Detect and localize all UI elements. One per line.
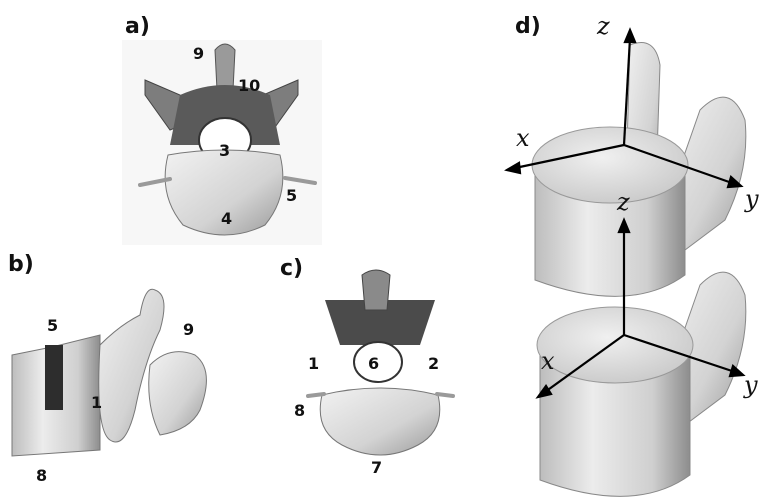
panel-c-number-1: 1: [308, 356, 319, 372]
panel-a-number-9: 9: [193, 46, 204, 62]
panel-a-number-5: 5: [286, 188, 297, 204]
panel-b-number-8: 8: [36, 468, 47, 484]
panel-b-label: b): [8, 254, 34, 276]
panel-d-lower-z-label: z: [617, 190, 630, 214]
upper-body-top: [532, 127, 688, 203]
inferior-body: [320, 388, 440, 455]
panel-b-vertebra-image: [12, 289, 206, 456]
panel-c-number-8: 8: [294, 403, 305, 419]
panel-c-number-2: 2: [428, 356, 439, 372]
panel-d-lower-y-label: y: [744, 373, 758, 397]
panel-b-number-1: 1: [91, 395, 102, 411]
panel-d-upper-x-label: x: [516, 126, 530, 150]
upper-z-arrowhead: [625, 30, 635, 42]
panel-a-number-10: 10: [238, 78, 260, 94]
upper-x-arrowhead: [507, 163, 520, 173]
panel-d-vertebrae-image: [507, 30, 746, 496]
panel-d-upper-z-label: z: [597, 14, 610, 38]
spinous-process: [215, 44, 235, 90]
lateral-shadow: [45, 345, 63, 410]
inferior-spinous-process: [362, 270, 390, 310]
panel-b-number-9: 9: [183, 322, 194, 338]
panel-b-number-5: 5: [47, 318, 58, 334]
panel-a-number-3: 3: [219, 143, 230, 159]
panel-c-number-7: 7: [371, 460, 382, 476]
lateral-spinous-process: [149, 352, 207, 435]
panel-d-label: d): [515, 16, 541, 38]
panel-d-lower-x-label: x: [541, 349, 555, 373]
panel-d-upper-y-label: y: [745, 187, 759, 211]
panel-c-number-6: 6: [368, 356, 379, 372]
panel-a-label: a): [125, 16, 150, 38]
panel-a-number-4: 4: [221, 211, 232, 227]
inferior-left-stub: [308, 394, 324, 396]
lower-body-top: [537, 307, 693, 383]
panel-c-label: c): [280, 258, 303, 280]
inferior-right-stub: [437, 394, 453, 396]
